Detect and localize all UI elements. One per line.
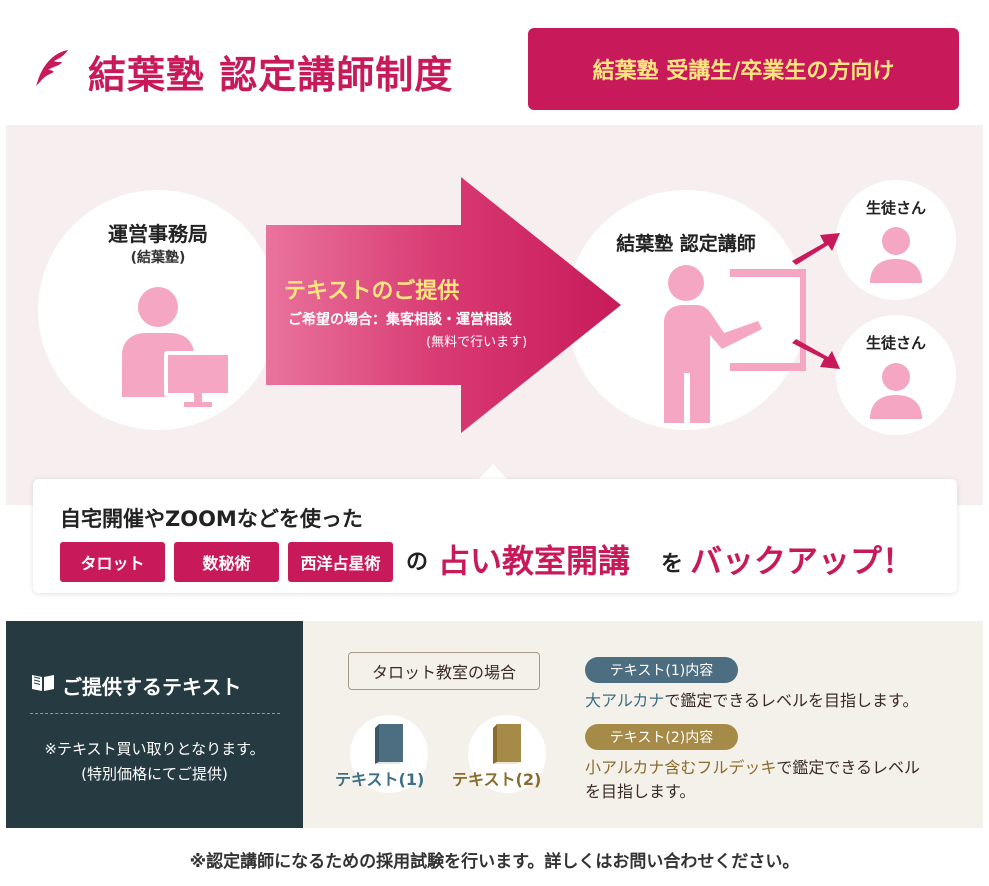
arrow-subtitle: ご希望の場合：集客相談・運営相談 bbox=[288, 312, 512, 328]
text1-description: 大アルカナで鑑定できるレベルを目指します。 bbox=[585, 687, 918, 711]
provision-arrow bbox=[266, 177, 621, 433]
student-icon-2 bbox=[870, 363, 922, 419]
tarot-case-label: タロット教室の場合 bbox=[348, 652, 540, 690]
text2-content-pill: テキスト(2)内容 bbox=[585, 724, 738, 750]
arrow-title: テキストのご提供 bbox=[284, 279, 460, 304]
text1-highlight: 大アルカナ bbox=[585, 691, 665, 710]
banner-highlight-backup: バックアップ！ bbox=[690, 542, 915, 580]
quill-icon bbox=[36, 50, 68, 86]
audience-badge: 結葉塾 受講生/卒業生の方向け bbox=[528, 28, 959, 110]
book-gold-icon bbox=[493, 724, 521, 764]
texts-panel-divider bbox=[30, 713, 280, 714]
office-staff-icon bbox=[122, 287, 232, 407]
text1-description-rest: で鑑定できるレベルを目指します。 bbox=[664, 691, 919, 710]
text1-label: テキスト(1) bbox=[335, 770, 425, 789]
texts-panel bbox=[6, 621, 303, 828]
text2-description: 小アルカナ含むフルデッキで鑑定できるレベル bbox=[585, 754, 920, 778]
banner-particle-no: の bbox=[406, 550, 429, 575]
instructor-label: 結葉塾 認定講師 bbox=[616, 233, 756, 255]
footer-note: ※認定講師になるための採用試験を行います。詳しくはお問い合わせください。 bbox=[189, 852, 800, 872]
banner-highlight-class: 占い教室開講 bbox=[438, 542, 631, 580]
tag-astrology: 西洋占星術 bbox=[288, 542, 393, 582]
audience-badge-label: 結葉塾 受講生/卒業生の方向け bbox=[592, 59, 895, 84]
banner-particle-wo: を bbox=[661, 552, 684, 577]
header: 結葉塾 認定講師制度 結葉塾 受講生/卒業生の方向け bbox=[0, 0, 989, 125]
open-book-icon bbox=[32, 675, 54, 691]
flow-panel: 運営事務局 (結葉塾) テキストのご提供 ご希望の場合：集客相談・運営相談 (無… bbox=[6, 125, 983, 505]
arrow-note: (無料で行います) bbox=[426, 335, 528, 350]
text2-description-rest: で鑑定できるレベル bbox=[776, 758, 921, 777]
page-title: 結葉塾 認定講師制度 bbox=[88, 53, 454, 97]
text2-label: テキスト(2) bbox=[452, 770, 542, 789]
texts-panel-note-1: ※テキスト買い取りとなります。 bbox=[44, 740, 265, 758]
texts-panel-title: ご提供するテキスト bbox=[62, 675, 242, 699]
student-icon-1 bbox=[870, 227, 922, 283]
arrow-to-student-1 bbox=[792, 233, 840, 265]
banner-lead-text: 自宅開催やZOOMなどを使った bbox=[60, 507, 363, 531]
instructor-teaching-icon bbox=[664, 265, 806, 423]
tag-tarot: タロット bbox=[60, 542, 165, 582]
student-label-1: 生徒さん bbox=[865, 199, 926, 217]
tag-numerology: 数秘術 bbox=[174, 542, 279, 582]
text2-description-line2: を目指します。 bbox=[585, 782, 696, 801]
arrow-to-student-2 bbox=[792, 339, 840, 369]
office-label: 運営事務局 bbox=[108, 222, 208, 246]
office-sub-label: (結葉塾) bbox=[130, 250, 186, 266]
banner-notch bbox=[478, 464, 508, 480]
student-label-2: 生徒さん bbox=[865, 334, 926, 352]
texts-panel-note-2: (特別価格にてご提供) bbox=[81, 765, 228, 783]
text2-highlight: 小アルカナ含むフルデッキ bbox=[585, 758, 777, 777]
text1-content-pill: テキスト(1)内容 bbox=[585, 657, 738, 683]
book-blue-icon bbox=[375, 724, 403, 764]
